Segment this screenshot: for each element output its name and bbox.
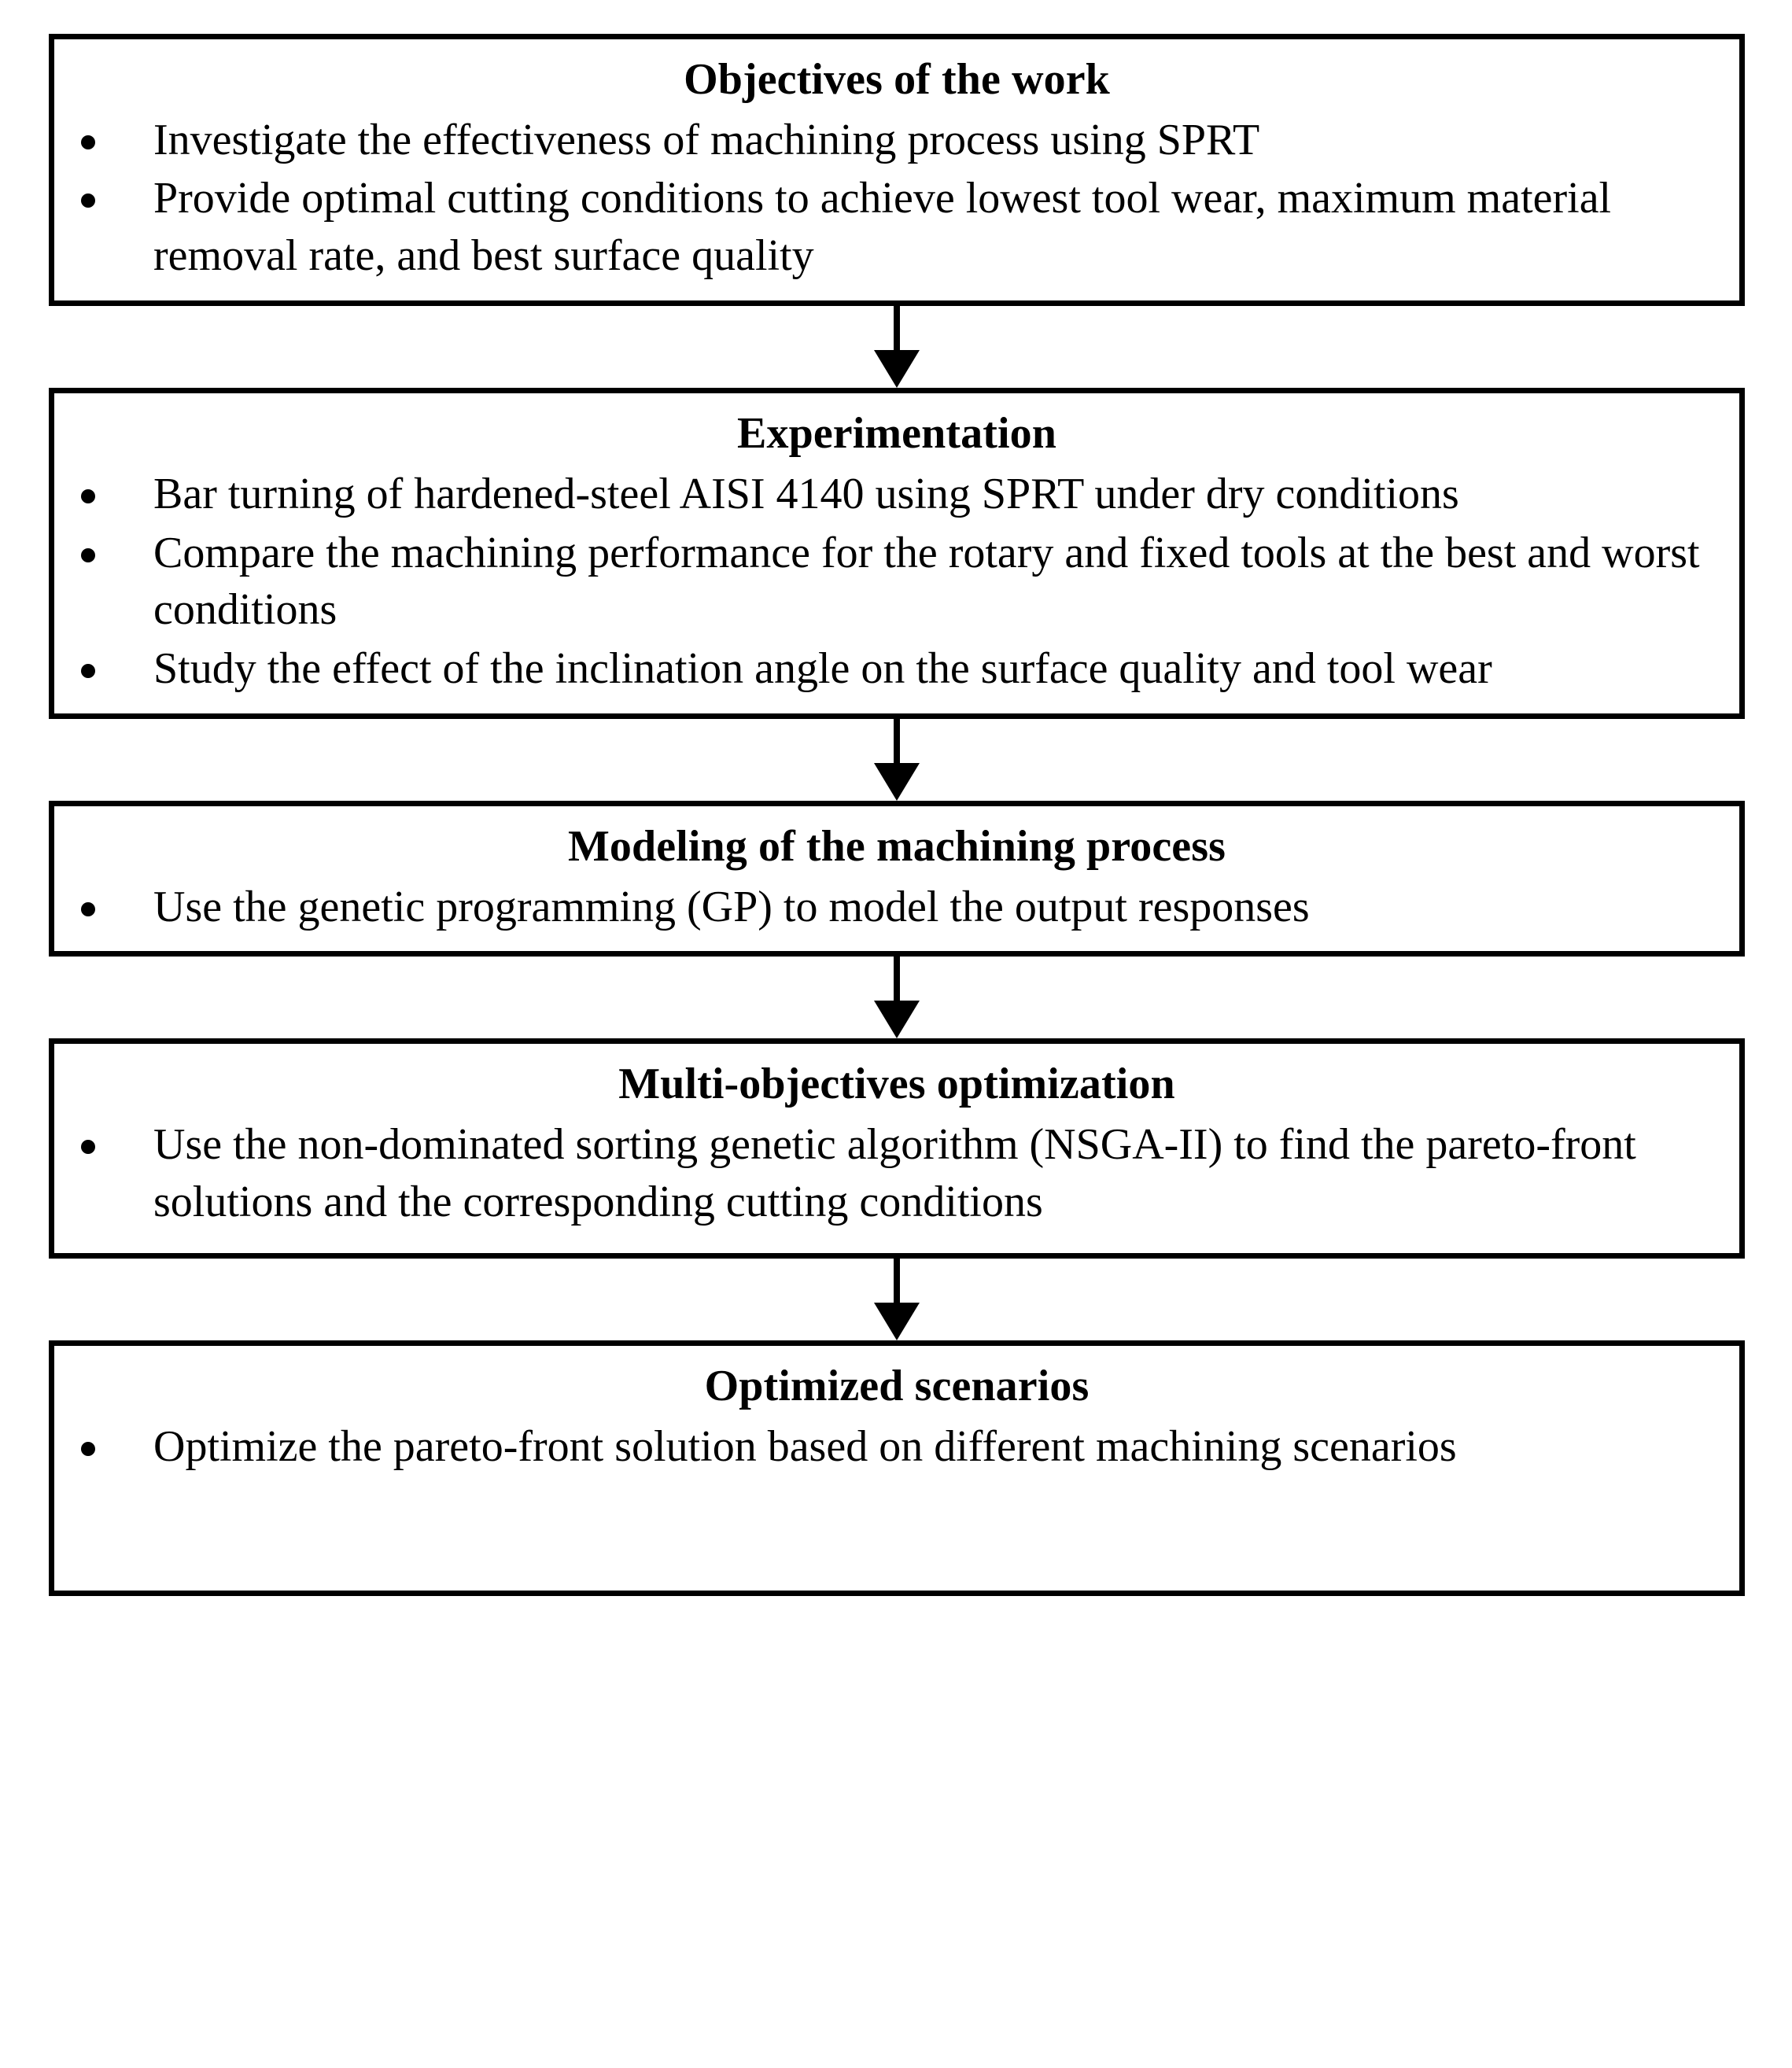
- flow-node-title-optimization: Multi-objectives optimization: [618, 1060, 1175, 1109]
- flow-arrow-experimentation-to-modeling: [49, 718, 1745, 801]
- flow-node-modeling: Modeling of the machining process Use th…: [49, 800, 1745, 957]
- flow-node-bullets-scenarios: Optimize the pareto-front solution based…: [65, 1418, 1728, 1476]
- flow-node-title-experimentation: Experimentation: [737, 409, 1056, 459]
- list-item: Use the non-dominated sorting genetic al…: [65, 1116, 1728, 1231]
- flow-node-bullets-experimentation: Bar turning of hardened-steel AISI 4140 …: [65, 466, 1728, 698]
- list-item: Provide optimal cutting conditions to ac…: [65, 170, 1728, 285]
- arrow-down-icon: [874, 1303, 920, 1341]
- flow-node-bullets-modeling: Use the genetic programming (GP) to mode…: [65, 879, 1728, 936]
- arrow-down-icon: [874, 350, 920, 389]
- list-item: Compare the machining performance for th…: [65, 525, 1728, 640]
- arrow-shaft: [894, 957, 900, 1009]
- arrow-down-icon: [874, 1001, 920, 1039]
- flow-node-optimization: Multi-objectives optimization Use the no…: [49, 1038, 1745, 1259]
- flow-node-title-objectives: Objectives of the work: [684, 55, 1110, 104]
- flow-arrow-optimization-to-scenarios: [49, 1259, 1745, 1341]
- list-item: Bar turning of hardened-steel AISI 4140 …: [65, 466, 1728, 523]
- list-item: Study the effect of the inclination angl…: [65, 640, 1728, 698]
- list-item: Optimize the pareto-front solution based…: [65, 1418, 1728, 1476]
- arrow-down-icon: [874, 762, 920, 801]
- flowchart-node-stack: Objectives of the work Investigate the e…: [49, 34, 1745, 1597]
- flow-arrow-objectives-to-experimentation: [49, 306, 1745, 389]
- flow-node-experimentation: Experimentation Bar turning of hardened-…: [49, 388, 1745, 719]
- arrow-shaft: [894, 718, 900, 771]
- list-item: Use the genetic programming (GP) to mode…: [65, 879, 1728, 936]
- arrow-shaft: [894, 306, 900, 359]
- list-item: Investigate the effectiveness of machini…: [65, 112, 1728, 169]
- flow-node-title-scenarios: Optimized scenarios: [704, 1362, 1090, 1411]
- flow-node-bullets-optimization: Use the non-dominated sorting genetic al…: [65, 1116, 1728, 1231]
- flow-arrow-modeling-to-optimization: [49, 957, 1745, 1039]
- arrow-shaft: [894, 1259, 900, 1311]
- flow-node-title-modeling: Modeling of the machining process: [567, 821, 1226, 871]
- flow-node-scenarios: Optimized scenarios Optimize the pareto-…: [49, 1340, 1745, 1597]
- flow-node-objectives: Objectives of the work Investigate the e…: [49, 34, 1745, 307]
- flow-node-bullets-objectives: Investigate the effectiveness of machini…: [65, 112, 1728, 285]
